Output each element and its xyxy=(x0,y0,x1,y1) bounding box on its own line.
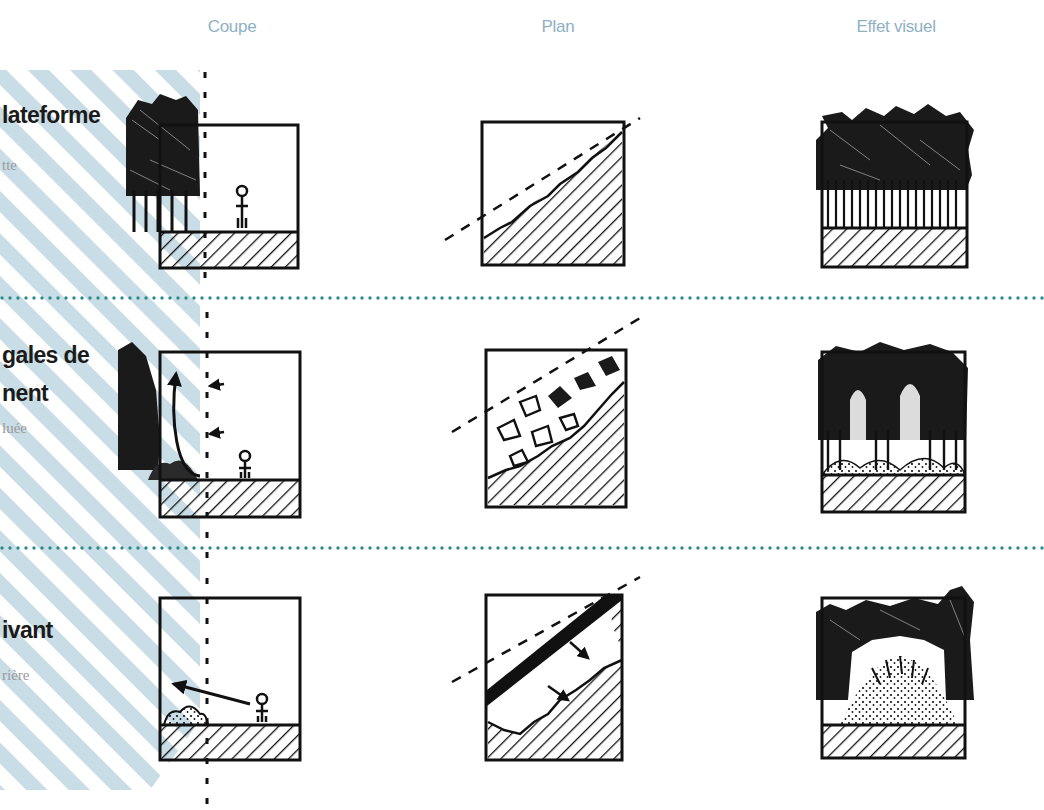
tree-mass xyxy=(118,342,160,470)
row-title: ivant xyxy=(2,611,152,649)
person-head xyxy=(257,694,267,704)
tree-clump xyxy=(498,396,578,466)
meadow-mound xyxy=(840,656,958,725)
plan-hatch xyxy=(484,132,622,265)
sketch-frame xyxy=(822,598,965,758)
ground-hatch xyxy=(160,480,300,517)
row-separator xyxy=(2,546,1044,549)
tree-trunks xyxy=(828,180,956,228)
view-sketch xyxy=(816,104,974,267)
growth-arrow xyxy=(548,686,568,700)
person-body xyxy=(256,705,268,722)
ground-line xyxy=(822,724,965,727)
wind-arrow xyxy=(174,374,200,476)
dashed-edge-line xyxy=(445,118,640,240)
tree-scribble xyxy=(830,125,960,180)
dashed-edge-line xyxy=(206,578,209,810)
ground-line xyxy=(160,479,300,482)
person-body xyxy=(236,197,248,228)
ground-hatch xyxy=(160,725,300,760)
sketch-frame xyxy=(160,352,300,517)
column-header: Coupe xyxy=(182,17,282,37)
ground-hatch xyxy=(822,228,967,267)
striped-band xyxy=(0,70,200,790)
tree-mass xyxy=(126,94,200,196)
tree-scribble xyxy=(830,600,966,640)
dashed-edge-line xyxy=(452,318,640,432)
sketch-frame xyxy=(486,350,626,507)
section-sketch xyxy=(126,72,298,292)
plan-sketch xyxy=(445,118,640,265)
sketch-frame xyxy=(160,125,298,268)
ground-hatch xyxy=(160,232,298,268)
meadow-strokes xyxy=(872,656,928,684)
column-header: Effet visuel xyxy=(846,17,946,37)
person-body xyxy=(239,462,251,478)
sketch-frame xyxy=(822,352,965,512)
plan-sketch xyxy=(452,318,640,507)
plan-sketch xyxy=(452,577,640,760)
view-sketch xyxy=(816,586,974,758)
forest-edge xyxy=(484,132,622,238)
sketch-frame xyxy=(482,122,624,265)
tree-mass xyxy=(816,104,974,190)
tree-mass xyxy=(818,342,968,440)
row-subtitle: luée xyxy=(2,420,122,437)
section-sketch xyxy=(118,312,300,560)
person-head xyxy=(240,451,250,461)
sketch-frame xyxy=(160,598,300,760)
row-subtitle: rière xyxy=(2,667,122,684)
row-subtitle: tte xyxy=(2,157,122,174)
ground-line xyxy=(160,724,300,727)
dashed-edge-line xyxy=(206,312,209,560)
dashed-edge-line xyxy=(204,72,207,292)
shrub-mass xyxy=(164,706,208,725)
section-sketch xyxy=(160,578,300,810)
tree-scribble xyxy=(130,110,196,190)
ground-line xyxy=(160,231,298,234)
shrub-layer xyxy=(822,458,965,475)
column-header: Plan xyxy=(508,17,608,37)
sketch-frame xyxy=(486,595,622,760)
person-head xyxy=(237,186,247,196)
ground-hatch xyxy=(822,725,965,758)
view-arrow xyxy=(174,684,250,704)
wind-arrow xyxy=(210,384,224,386)
row-title: lateforme xyxy=(2,96,152,134)
view-sketch xyxy=(818,342,968,512)
tree-clump xyxy=(548,356,620,408)
tree-opening xyxy=(850,384,920,440)
sketch-frame xyxy=(822,122,967,267)
ground-line xyxy=(822,227,967,230)
ground-line xyxy=(822,474,965,477)
wind-arrow xyxy=(210,432,224,434)
ground-hatch xyxy=(822,475,965,512)
growth-arrow xyxy=(570,642,588,658)
forest-edge xyxy=(488,660,622,734)
dashed-edge-line xyxy=(452,577,640,682)
row-separator xyxy=(2,296,1044,299)
row-title: gales de nent xyxy=(2,336,122,412)
